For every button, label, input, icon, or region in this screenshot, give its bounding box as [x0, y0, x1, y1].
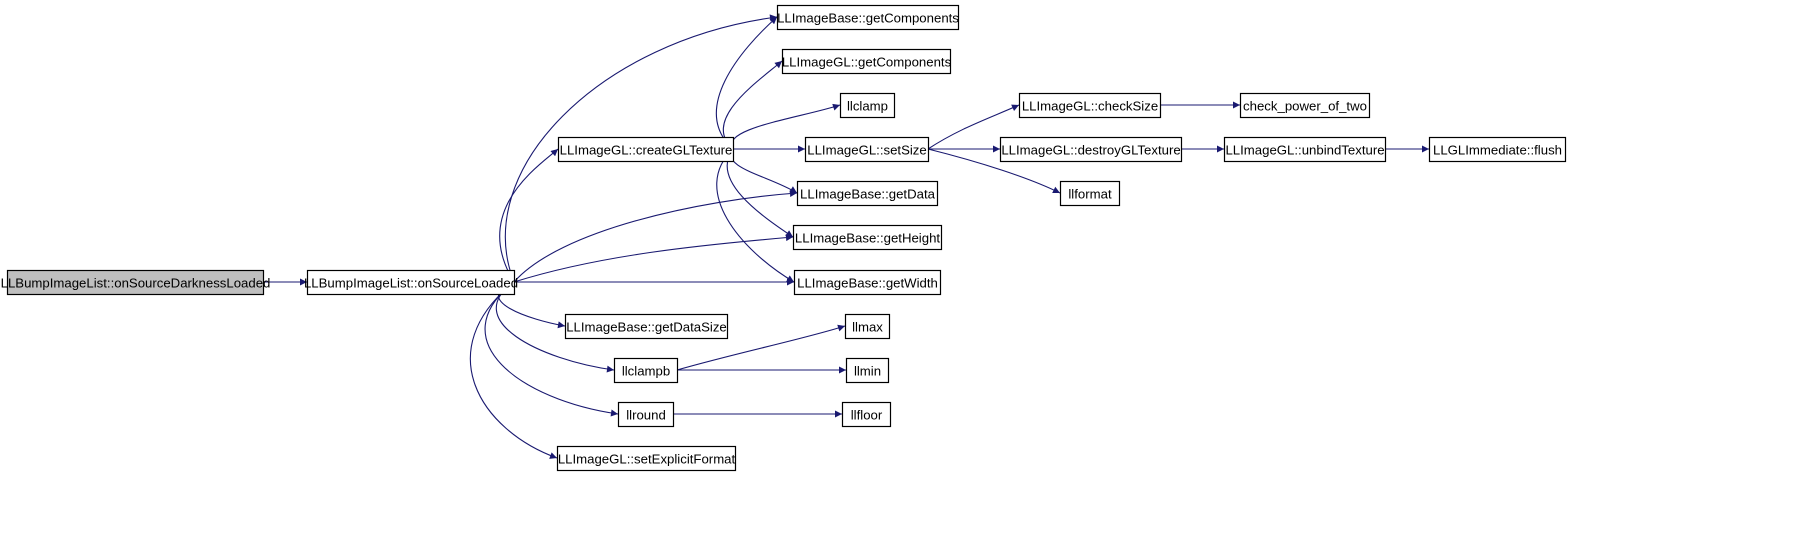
node-box [613, 357, 679, 384]
node-box [556, 445, 737, 472]
edge-onsrc-to-llclampb [495, 281, 615, 373]
node-box [1059, 180, 1121, 207]
edge-create-to-getwidth [716, 148, 795, 283]
node-box [557, 136, 735, 163]
node-box [792, 224, 943, 251]
node-box [1239, 92, 1371, 119]
graph-node-destroy[interactable]: LLImageGL::destroyGLTexture [999, 136, 1183, 163]
node-label: LLImageBase::getComponents [777, 11, 959, 26]
edge-onsrc-to-getheight [513, 234, 794, 283]
node-label: LLImageGL::checkSize [1022, 99, 1158, 114]
edge-create-to-gl_getcomp [722, 60, 783, 150]
node-label: LLBumpImageList::onSourceLoaded [304, 276, 518, 291]
node-label: LLImageGL::getComponents [782, 55, 952, 70]
graph-node-create[interactable]: LLImageGL::createGLTexture [557, 136, 735, 163]
node-box [844, 313, 891, 340]
node-label: LLImageBase::getData [800, 187, 936, 202]
node-label: LLImageBase::getHeight [795, 231, 940, 246]
edge-onsrc-to-base_getcomp [504, 14, 778, 283]
graph-node-setexplicit[interactable]: LLImageGL::setExplicitFormat [556, 445, 737, 472]
node-box [793, 269, 942, 296]
graph-node-base_getcomp[interactable]: LLImageBase::getComponents [776, 4, 960, 31]
edge-create-to-getdata [730, 148, 798, 194]
graph-node-onsrc[interactable]: LLBumpImageList::onSourceLoaded [304, 269, 518, 296]
graph-node-getdata[interactable]: LLImageBase::getData [796, 180, 939, 207]
node-box [1428, 136, 1567, 163]
graph-node-flush[interactable]: LLGLImmediate::flush [1428, 136, 1567, 163]
node-label: LLImageGL::unbindTexture [1225, 143, 1384, 158]
node-box [841, 401, 892, 428]
graph-node-getheight[interactable]: LLImageBase::getHeight [792, 224, 943, 251]
graph-node-getwidth[interactable]: LLImageBase::getWidth [793, 269, 942, 296]
node-label: check_power_of_two [1243, 99, 1367, 114]
node-box [617, 401, 675, 428]
node-label: llmin [854, 364, 881, 379]
edge-onsrc-to-llround [484, 281, 619, 417]
graph-node-unbind[interactable]: LLImageGL::unbindTexture [1223, 136, 1387, 163]
graph-node-getdatasize[interactable]: LLImageBase::getDataSize [564, 313, 729, 340]
graph-node-llmin[interactable]: llmin [845, 357, 890, 384]
edge-llclampb-to-llmax [676, 324, 846, 371]
graph-node-llclampb[interactable]: llclampb [613, 357, 679, 384]
node-box [781, 48, 952, 75]
node-label: llclamp [847, 99, 888, 114]
graph-node-checkpow[interactable]: check_power_of_two [1239, 92, 1371, 119]
node-label: llformat [1068, 187, 1112, 202]
node-label: LLImageBase::getDataSize [566, 320, 727, 335]
graph-node-gl_getcomp[interactable]: LLImageGL::getComponents [781, 48, 952, 75]
node-label: llmax [852, 320, 883, 335]
edge-create-to-base_getcomp [715, 16, 778, 150]
node-label: llclampb [622, 364, 670, 379]
edge-create-to-getheight [726, 148, 794, 238]
node-box [804, 136, 930, 163]
node-box [839, 92, 896, 119]
node-box [6, 269, 265, 296]
node-box [1018, 92, 1162, 119]
graph-node-llclamp[interactable]: llclamp [839, 92, 896, 119]
node-box [1223, 136, 1387, 163]
node-box [845, 357, 890, 384]
node-label: LLImageGL::createGLTexture [560, 143, 733, 158]
edge-onsrc-to-getdata [513, 190, 798, 283]
graph-node-llfloor[interactable]: llfloor [841, 401, 892, 428]
node-box [796, 180, 939, 207]
node-box [306, 269, 516, 296]
graph-node-llformat[interactable]: llformat [1059, 180, 1121, 207]
node-label: llround [626, 408, 666, 423]
edge-setsize-to-llformat [927, 148, 1061, 194]
node-box [776, 4, 960, 31]
node-label: LLGLImmediate::flush [1433, 143, 1562, 158]
node-label: LLImageGL::setExplicitFormat [558, 452, 736, 467]
graph-node-llmax[interactable]: llmax [844, 313, 891, 340]
node-box [999, 136, 1183, 163]
edge-setsize-to-checksize [927, 104, 1020, 150]
graph-node-setsize[interactable]: LLImageGL::setSize [804, 136, 930, 163]
node-label: LLImageGL::setSize [807, 143, 927, 158]
node-label: llfloor [851, 408, 883, 423]
node-label: LLImageBase::getWidth [797, 276, 938, 291]
node-label: LLBumpImageList::onSourceDarknessLoaded [1, 276, 271, 291]
graph-node-root[interactable]: LLBumpImageList::onSourceDarknessLoaded [1, 269, 271, 296]
graph-node-llround[interactable]: llround [617, 401, 675, 428]
node-box [564, 313, 729, 340]
edge-onsrc-to-setexplicit [469, 281, 558, 459]
node-label: LLImageGL::destroyGLTexture [1001, 143, 1180, 158]
graph-node-checksize[interactable]: LLImageGL::checkSize [1018, 92, 1162, 119]
